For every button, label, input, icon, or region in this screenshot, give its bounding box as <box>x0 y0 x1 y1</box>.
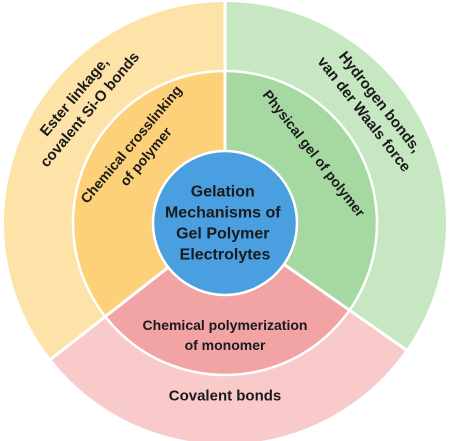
outer-label-chemical-polymerization-line: Covalent bonds <box>169 387 282 404</box>
inner-label-chemical-polymerization: Chemical polymerization of monomer <box>143 317 308 353</box>
center-title-line: Gelation <box>191 184 255 201</box>
inner-ring-segment-physical-gel <box>225 71 377 311</box>
outer-ring-segment-physical-gel <box>225 2 446 350</box>
outer-ring-segment-chemical-crosslinking <box>4 2 226 360</box>
inner-label-chemical-polymerization-line: Chemical polymerization <box>143 317 308 333</box>
inner-ring-segment-chemical-crosslinking <box>72 70 225 317</box>
radial-divider <box>48 266 170 362</box>
center-hub <box>151 149 299 297</box>
radial-divider <box>283 263 409 353</box>
center-title-line: Electrolytes <box>180 247 271 264</box>
center-title: Gelation Mechanisms of Gel Polymer Elect… <box>165 184 285 264</box>
inner-label-chemical-polymerization-line: of monomer <box>185 337 266 353</box>
center-title-line: Mechanisms of <box>165 205 281 222</box>
inner-ring-segment-chemical-polymerization <box>105 264 350 376</box>
center-title-line: Gel Polymer <box>176 226 269 243</box>
outer-label-chemical-polymerization: Covalent bonds <box>169 387 282 404</box>
